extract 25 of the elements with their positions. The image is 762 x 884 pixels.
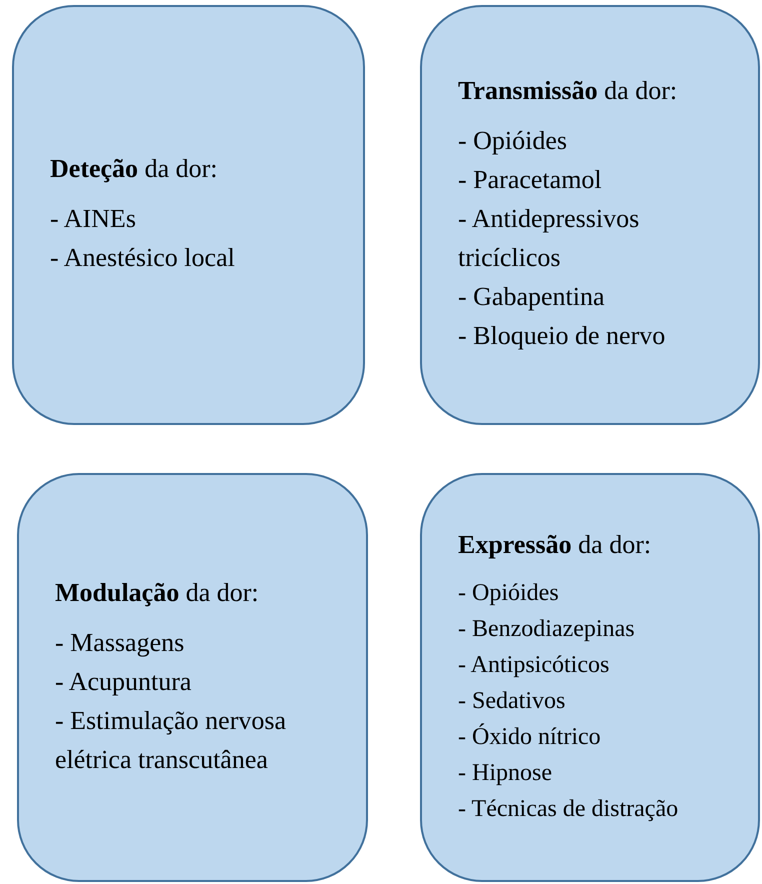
rounded-box — [17, 473, 368, 882]
list-item: - Antipsicóticos — [458, 650, 610, 680]
list-item: - Bloqueio de nervo — [458, 320, 666, 352]
list-item: - Óxido nítrico — [458, 722, 602, 752]
rounded-box — [420, 473, 760, 882]
rounded-box — [12, 5, 365, 425]
list-item: - Opióides — [458, 578, 560, 608]
list-item: - Gabapentina — [458, 281, 606, 313]
list-item: - Antidepressivos tricíclicos — [458, 203, 640, 274]
list-item: - Anestésico local — [50, 242, 236, 274]
box-heading: Deteção da dor: — [50, 153, 218, 185]
box-heading: Expressão da dor: — [458, 528, 652, 560]
list-item: - Hipnose — [458, 758, 553, 788]
list-item: - AINEs — [50, 203, 137, 235]
list-item: - Massagens — [55, 626, 186, 659]
box-heading: Modulação da dor: — [55, 576, 260, 608]
list-item: - Estimulação nervosa elétrica transcutânea — [55, 704, 288, 776]
list-item: - Técnicas de distração — [458, 794, 680, 824]
box-heading: Transmissão da dor: — [458, 75, 678, 107]
list-item: - Paracetamol — [458, 164, 603, 196]
list-item: - Opióides — [458, 125, 568, 157]
list-item: - Sedativos — [458, 686, 566, 716]
list-item: - Benzodiazepinas — [458, 614, 636, 644]
list-item: - Acupuntura — [55, 666, 192, 698]
rounded-box — [420, 5, 760, 425]
